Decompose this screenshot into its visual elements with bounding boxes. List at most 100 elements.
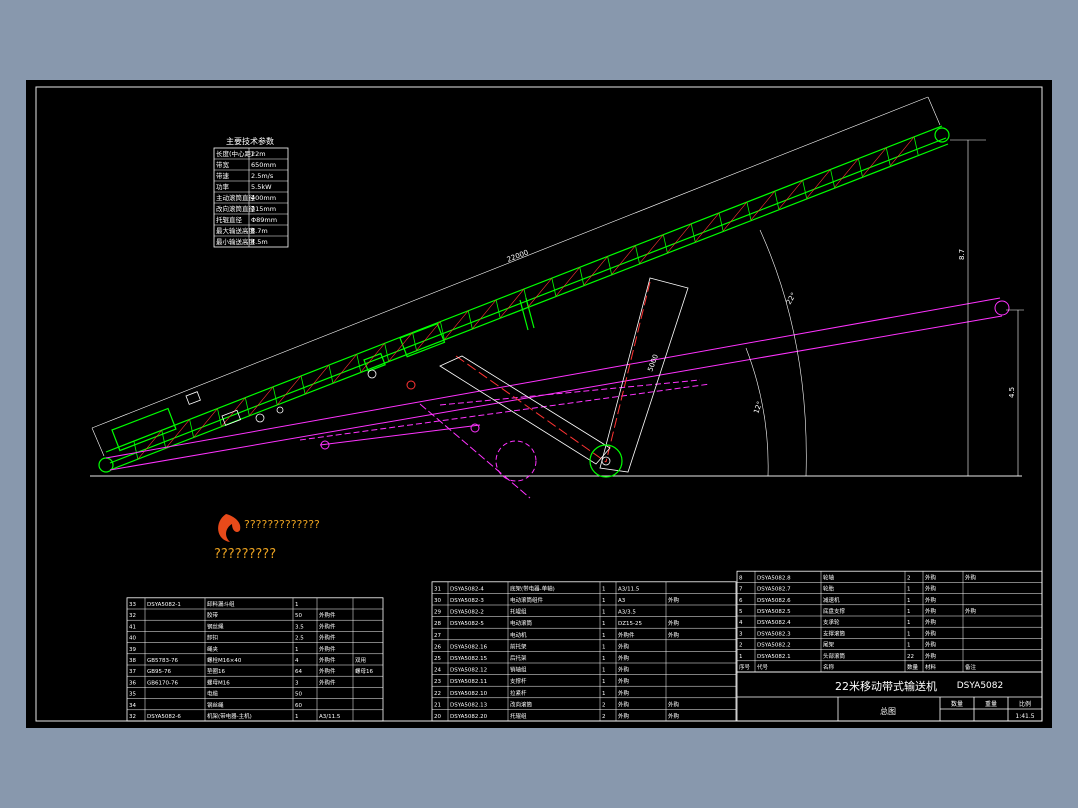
bom-cell: DSYA5082.3 xyxy=(757,631,791,637)
bom-cell: 外购 xyxy=(668,596,680,604)
params-title: 主要技术参数 xyxy=(226,136,274,146)
bom-cell: 后托架 xyxy=(510,654,527,662)
bom-cell: DSYA5082.12 xyxy=(450,668,487,674)
bom-cell: 60 xyxy=(295,703,302,709)
bom-cell: 外购 xyxy=(668,712,680,720)
bom-cell: 头部滚筒 xyxy=(823,652,846,660)
bom-cell: 22 xyxy=(907,654,914,660)
bom-cell: A3/11.5 xyxy=(319,714,341,720)
bom-cell: 29 xyxy=(434,610,441,616)
bom-cell: DSYA5082-6 xyxy=(147,714,181,720)
bom-cell: 1 xyxy=(602,679,606,685)
bom-cell: 4 xyxy=(739,620,743,626)
bom-cell: 38 xyxy=(129,658,136,664)
bom-cell: DSYA5082.4 xyxy=(757,620,791,626)
bom-cell: 1 xyxy=(739,654,743,660)
conveyor-min xyxy=(105,297,1010,499)
dim-max-height: 8.7 xyxy=(958,249,966,260)
bom-cell: 26 xyxy=(434,644,441,650)
bom-cell: 外购 xyxy=(668,631,680,639)
bom-cell: 销轴组 xyxy=(510,666,527,674)
bom-cell: 外购 xyxy=(925,641,937,649)
support-strut xyxy=(406,277,689,478)
bom-cell: 拉紧杆 xyxy=(510,689,527,697)
logo-subtext: ????????? xyxy=(214,547,276,562)
bom-cell: 外购 xyxy=(925,596,937,604)
drawing-number: DSYA5082 xyxy=(957,681,1004,691)
bom-cell: 4 xyxy=(295,658,299,664)
bom-cell: 28 xyxy=(434,621,441,627)
title-block xyxy=(736,671,1043,722)
bom-cell: 2 xyxy=(907,575,911,581)
bom-cell: DSYA5082.10 xyxy=(450,691,488,697)
bom-cell: 电动滚筒 xyxy=(510,619,533,627)
bom-cell: 1 xyxy=(907,587,911,593)
params-label: 最大输送高度 xyxy=(216,226,256,235)
dimensions xyxy=(91,96,1024,477)
params-value: 5.5kW xyxy=(251,183,272,191)
bom-cell: 22 xyxy=(434,691,441,697)
bom-cell: DSYA5082-3 xyxy=(450,598,484,604)
bom-cell: DSYA5082.11 xyxy=(450,679,487,685)
bom-cell: 电动滚筒组件 xyxy=(510,596,544,604)
bom-cell: 轮轴 xyxy=(823,573,835,581)
drawing-subtitle: 总图 xyxy=(880,706,896,716)
bom-cell: 1 xyxy=(602,668,606,674)
bom-cell: 外购 xyxy=(618,677,630,685)
bom-cell: 8 xyxy=(739,575,743,581)
bom-cell: 尾架 xyxy=(823,642,835,649)
bom-cell: 23 xyxy=(434,679,441,685)
bom-cell: 1 xyxy=(907,631,911,637)
drawing-title: 22米移动带式输送机 xyxy=(835,679,937,693)
bom-cell: 底架(带电器-单轴) xyxy=(510,584,555,592)
bom-cell: A3/11.5 xyxy=(618,586,640,592)
bom-cell: DSYA5082.7 xyxy=(757,587,791,593)
bom-cell: 1 xyxy=(295,647,299,653)
bom-cell: 1 xyxy=(602,586,606,592)
bom-cell: DSYA5082-1 xyxy=(147,602,181,608)
bom-cell: 25 xyxy=(434,656,441,662)
bom-cell: 6 xyxy=(739,598,743,604)
bom-cell: 绳夹 xyxy=(207,645,219,653)
bom-cell: 33 xyxy=(129,602,136,608)
bom-cell: DSYA5082.15 xyxy=(450,656,488,662)
weight-label: 重量 xyxy=(985,700,997,708)
bom-cell: 外购 xyxy=(668,700,680,708)
bom-cell: 减速机 xyxy=(823,596,840,604)
bom-cell: 名称 xyxy=(823,663,835,671)
bom-cell: 外购件 xyxy=(319,667,336,675)
bom-cell: 30 xyxy=(434,598,441,604)
bom-cell: 外购 xyxy=(618,689,630,697)
params-value: 400mm xyxy=(251,194,276,202)
bom-cell: 支撑滚筒 xyxy=(823,629,846,637)
bom-cell: 31 xyxy=(434,586,441,592)
bom-cell: 外购 xyxy=(925,573,937,581)
bom-cell: 电动机 xyxy=(510,631,527,639)
bom-cell: 电缆 xyxy=(207,690,219,698)
bom-cell: 支承轮 xyxy=(823,618,840,626)
bom-cell: 1 xyxy=(907,643,911,649)
params-value: 650mm xyxy=(251,161,276,169)
bom-cell: 50 xyxy=(295,692,302,698)
bom-cell: DSYA5082.8 xyxy=(757,575,791,581)
bom-cell: 32 xyxy=(129,714,136,720)
params-label: 长度(中心距) xyxy=(216,149,254,158)
bom-cell: 外购件 xyxy=(618,631,635,639)
bom-cell: DSYA5082.1 xyxy=(757,654,791,660)
params-value: 4.5m xyxy=(251,238,268,246)
bom-cell: 外购 xyxy=(925,652,937,660)
params-value: 315mm xyxy=(251,205,276,213)
bom-cell: 2 xyxy=(739,643,743,649)
bom-cell: 螺母M16 xyxy=(207,678,230,686)
bom-cell: 3 xyxy=(739,631,743,637)
bom-cell: 24 xyxy=(434,668,441,674)
bom-cell: DSYA5082.16 xyxy=(450,644,488,650)
bom-cell: 3.5 xyxy=(295,624,304,630)
params-label: 带宽 xyxy=(216,160,230,169)
scale-value: 1:41.5 xyxy=(1015,713,1034,720)
bom-cell: 外购件 xyxy=(319,678,336,686)
bom-cell: 2 xyxy=(602,702,606,708)
